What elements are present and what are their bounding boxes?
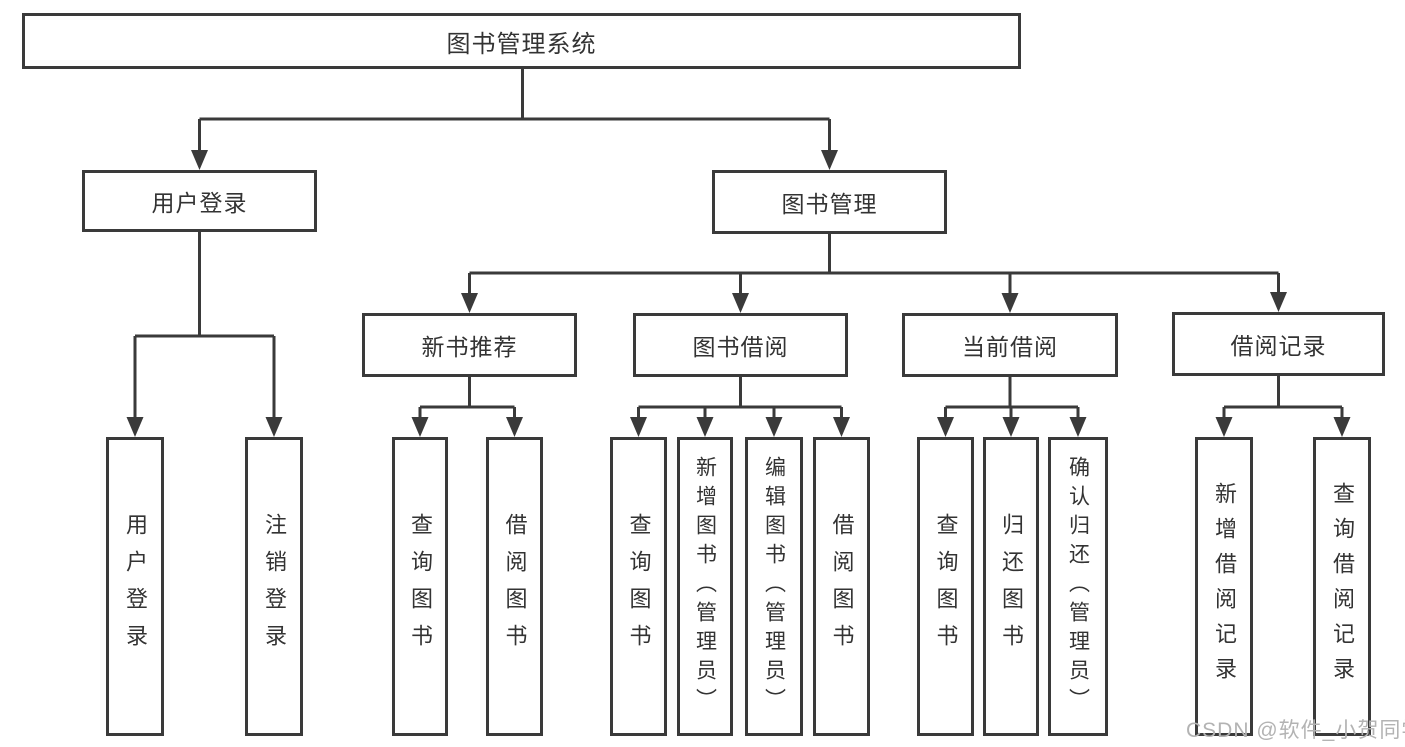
leaf-label: 新增借阅记录 [1212, 481, 1237, 692]
leaf-label: 归还图书 [999, 512, 1024, 661]
leaf-query-books-rec: 查询图书 [392, 437, 448, 736]
leaf-label: 编辑图书（管理员） [762, 456, 786, 717]
leaf-query-books-borrow: 查询图书 [610, 437, 667, 736]
leaf-label: 查询图书 [408, 512, 433, 661]
leaf-label: 注销登录 [262, 512, 287, 661]
node-root-library-system: 图书管理系统 [22, 13, 1021, 69]
node-new-book-recommend: 新书推荐 [362, 313, 577, 377]
leaf-query-borrow-record: 查询借阅记录 [1313, 437, 1371, 736]
leaf-label: 查询图书 [626, 512, 652, 661]
leaf-label: 查询图书 [933, 512, 959, 661]
csdn-watermark: CSDN @软件_小贺同学 [1186, 719, 1405, 742]
node-user-login: 用户登录 [82, 170, 317, 232]
leaf-label: 确认归还（管理员） [1066, 456, 1090, 717]
leaf-label: 借阅图书 [829, 512, 855, 661]
leaf-label: 查询借阅记录 [1330, 481, 1355, 692]
leaf-borrow-books: 借阅图书 [813, 437, 870, 736]
leaf-label: 新增图书（管理员） [693, 456, 717, 717]
node-book-management: 图书管理 [712, 170, 947, 234]
leaf-label: 借阅图书 [502, 512, 528, 661]
node-current-borrowing: 当前借阅 [902, 313, 1118, 377]
node-book-borrowing: 图书借阅 [633, 313, 848, 377]
leaf-label: 用户登录 [123, 512, 148, 661]
leaf-user-login: 用户登录 [106, 437, 164, 736]
leaf-add-borrow-record: 新增借阅记录 [1195, 437, 1253, 736]
leaf-query-books-current: 查询图书 [917, 437, 974, 736]
node-borrowing-records: 借阅记录 [1172, 312, 1385, 376]
leaf-confirm-return-admin: 确认归还（管理员） [1048, 437, 1108, 736]
leaf-edit-books-admin: 编辑图书（管理员） [745, 437, 803, 736]
leaf-logout: 注销登录 [245, 437, 303, 736]
leaf-add-books-admin: 新增图书（管理员） [677, 437, 733, 736]
leaf-return-books: 归还图书 [983, 437, 1039, 736]
leaf-borrow-books-rec: 借阅图书 [486, 437, 543, 736]
